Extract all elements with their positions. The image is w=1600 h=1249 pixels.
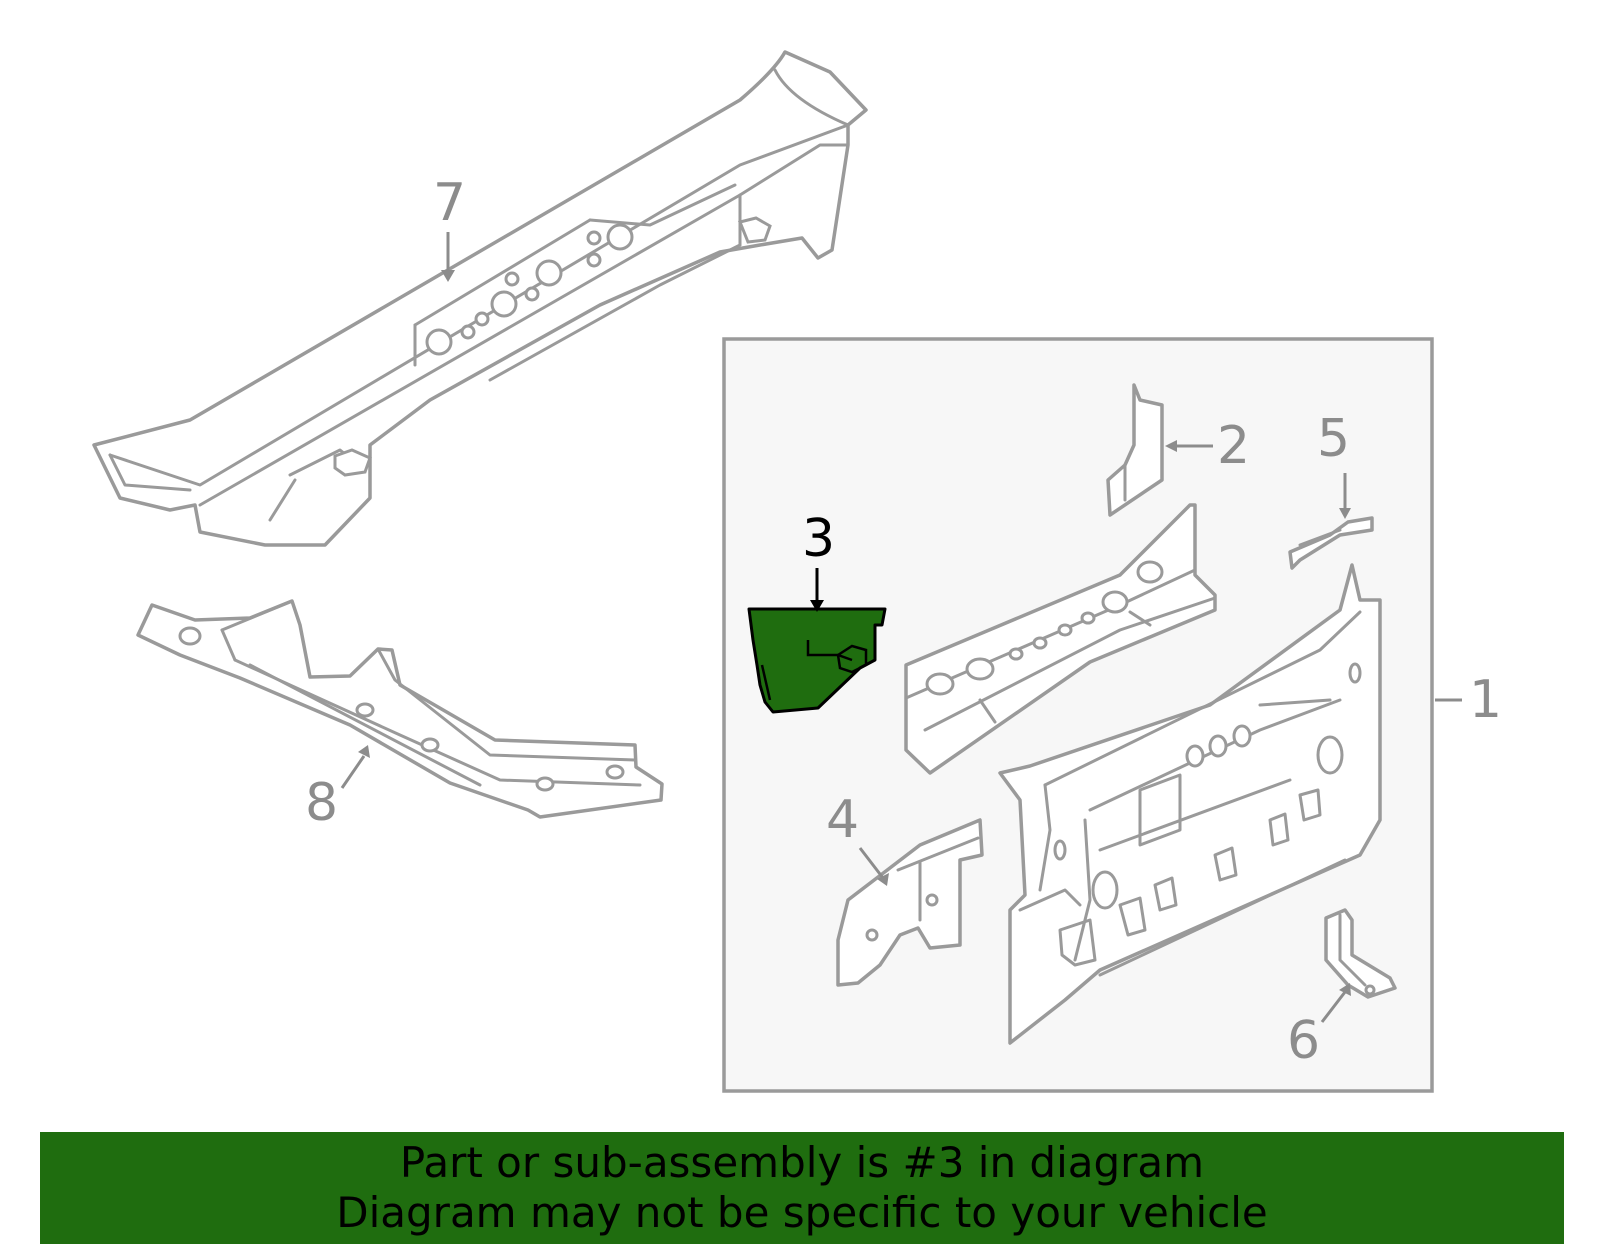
leader-6 — [1320, 991, 1347, 1023]
callout-8: 8 — [305, 773, 338, 833]
banner-line-2: Diagram may not be specific to your vehi… — [336, 1188, 1268, 1237]
callout-4: 4 — [826, 790, 859, 850]
leader-8 — [340, 755, 366, 789]
part-2-bracket[interactable] — [1106, 383, 1164, 517]
callout-3-highlighted: 3 — [802, 509, 835, 569]
part-6-l-bracket[interactable] — [1324, 908, 1397, 999]
banner-line-1: Part or sub-assembly is #3 in diagram — [399, 1138, 1205, 1187]
part-4-corner-bracket[interactable] — [836, 818, 984, 987]
main-dash-panel — [998, 563, 1382, 1045]
info-banner: Part or sub-assembly is #3 in diagram Di… — [40, 1132, 1564, 1244]
leader-4 — [858, 847, 885, 879]
callout-1: 1 — [1469, 670, 1502, 730]
upper-dash-panel — [904, 503, 1217, 775]
part-8-lower-bracket[interactable] — [136, 599, 664, 819]
part-3-bracket-highlighted[interactable] — [747, 607, 887, 714]
part-5-brace[interactable] — [1288, 516, 1374, 570]
callout-5: 5 — [1317, 409, 1350, 469]
callout-2: 2 — [1217, 416, 1250, 476]
part-7-cross-member[interactable] — [92, 50, 868, 547]
callout-6: 6 — [1287, 1011, 1320, 1071]
callout-7: 7 — [433, 173, 466, 233]
